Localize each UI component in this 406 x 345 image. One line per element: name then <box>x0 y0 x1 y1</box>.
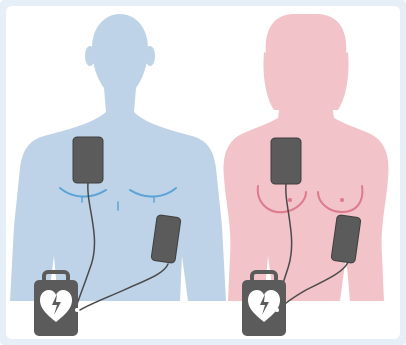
male-upper-chest-pad <box>73 137 103 183</box>
male-torso <box>10 14 226 301</box>
male-left-ear <box>85 46 95 66</box>
female-right-nipple <box>340 198 344 202</box>
male-figure <box>10 14 226 301</box>
female-torso <box>224 14 389 301</box>
female-upper-chest-pad <box>271 138 301 184</box>
female-figure <box>224 14 389 301</box>
female-left-nipple <box>288 198 292 202</box>
male-right-ear <box>145 46 155 66</box>
aed-pad-placement-diagram <box>6 6 400 339</box>
diagram-canvas <box>6 6 400 339</box>
female-device-connector <box>275 308 279 312</box>
female-aed-device <box>242 272 286 336</box>
male-device-connector <box>75 308 79 312</box>
male-aed-device <box>34 272 78 336</box>
